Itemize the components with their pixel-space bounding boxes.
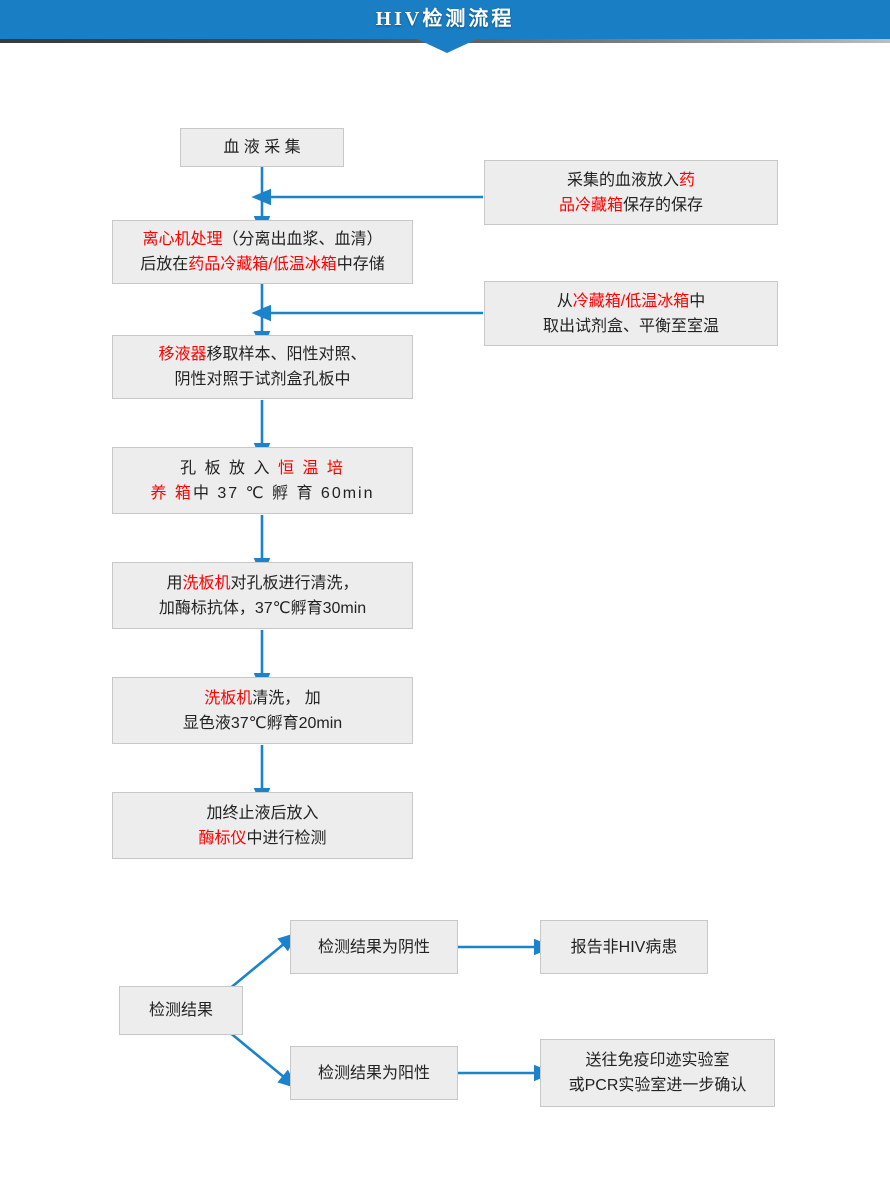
node-text: 检测结果	[148, 1002, 213, 1019]
arrow-result-to-negative	[227, 932, 298, 992]
node-text: 检测结果为阳性	[317, 1064, 430, 1082]
node-text: 报告非HIV病患	[570, 938, 678, 956]
node-text: 洗板机清洗， 加显色液37℃孵育20min	[182, 689, 343, 732]
node-text: 加终止液后放入酶标仪中进行检测	[198, 804, 327, 847]
node-text: 采集的血液放入药品冷藏箱保存的保存	[558, 171, 704, 214]
node-wash-chromogen-20min[interactable]: 洗板机清洗， 加显色液37℃孵育20min	[112, 677, 413, 744]
node-blood-to-fridge-note[interactable]: 采集的血液放入药品冷藏箱保存的保存	[484, 160, 778, 225]
node-test-result-decision[interactable]: 检测结果	[119, 986, 243, 1035]
node-result-negative[interactable]: 检测结果为阴性	[290, 920, 458, 974]
node-report-non-hiv[interactable]: 报告非HIV病患	[540, 920, 708, 974]
node-confirm-lab[interactable]: 送往免疫印迹实验室或PCR实验室进一步确认	[540, 1039, 775, 1107]
arrow-result-to-positive	[227, 1029, 298, 1089]
node-text: 孔 板 放 入 恒 温 培养 箱中 37 ℃ 孵 育 60min	[150, 459, 375, 502]
node-text: 用洗板机对孔板进行清洗，加酶标抗体，37℃孵育30min	[158, 574, 367, 617]
node-text: 移液器移取样本、阳性对照、阴性对照于试剂盒孔板中	[158, 346, 367, 388]
node-blood-collection[interactable]: 血 液 采 集	[180, 128, 344, 167]
node-result-positive[interactable]: 检测结果为阳性	[290, 1046, 458, 1100]
node-text: 离心机处理（分离出血浆、血清）后放在药品冷藏箱/低温冰箱中存储	[140, 231, 385, 273]
node-incubate-60min[interactable]: 孔 板 放 入 恒 温 培养 箱中 37 ℃ 孵 育 60min	[112, 447, 413, 514]
header-notch-triangle	[417, 39, 477, 53]
node-stop-solution-read[interactable]: 加终止液后放入酶标仪中进行检测	[112, 792, 413, 859]
node-centrifuge[interactable]: 离心机处理（分离出血浆、血清）后放在药品冷藏箱/低温冰箱中存储	[112, 220, 413, 284]
node-text: 送往免疫印迹实验室或PCR实验室进一步确认	[568, 1052, 747, 1094]
node-wash-enzyme-30min[interactable]: 用洗板机对孔板进行清洗，加酶标抗体，37℃孵育30min	[112, 562, 413, 629]
node-text: 血 液 采 集	[223, 139, 301, 156]
node-pipette[interactable]: 移液器移取样本、阳性对照、阴性对照于试剂盒孔板中	[112, 335, 413, 399]
node-text: 从冷藏箱/低温冰箱中取出试剂盒、平衡至室温	[542, 292, 719, 335]
header-banner	[0, 0, 890, 39]
node-kit-equilibrate-note[interactable]: 从冷藏箱/低温冰箱中取出试剂盒、平衡至室温	[484, 281, 778, 346]
node-text: 检测结果为阴性	[317, 938, 430, 956]
page-title: HIV检测流程	[375, 8, 515, 30]
